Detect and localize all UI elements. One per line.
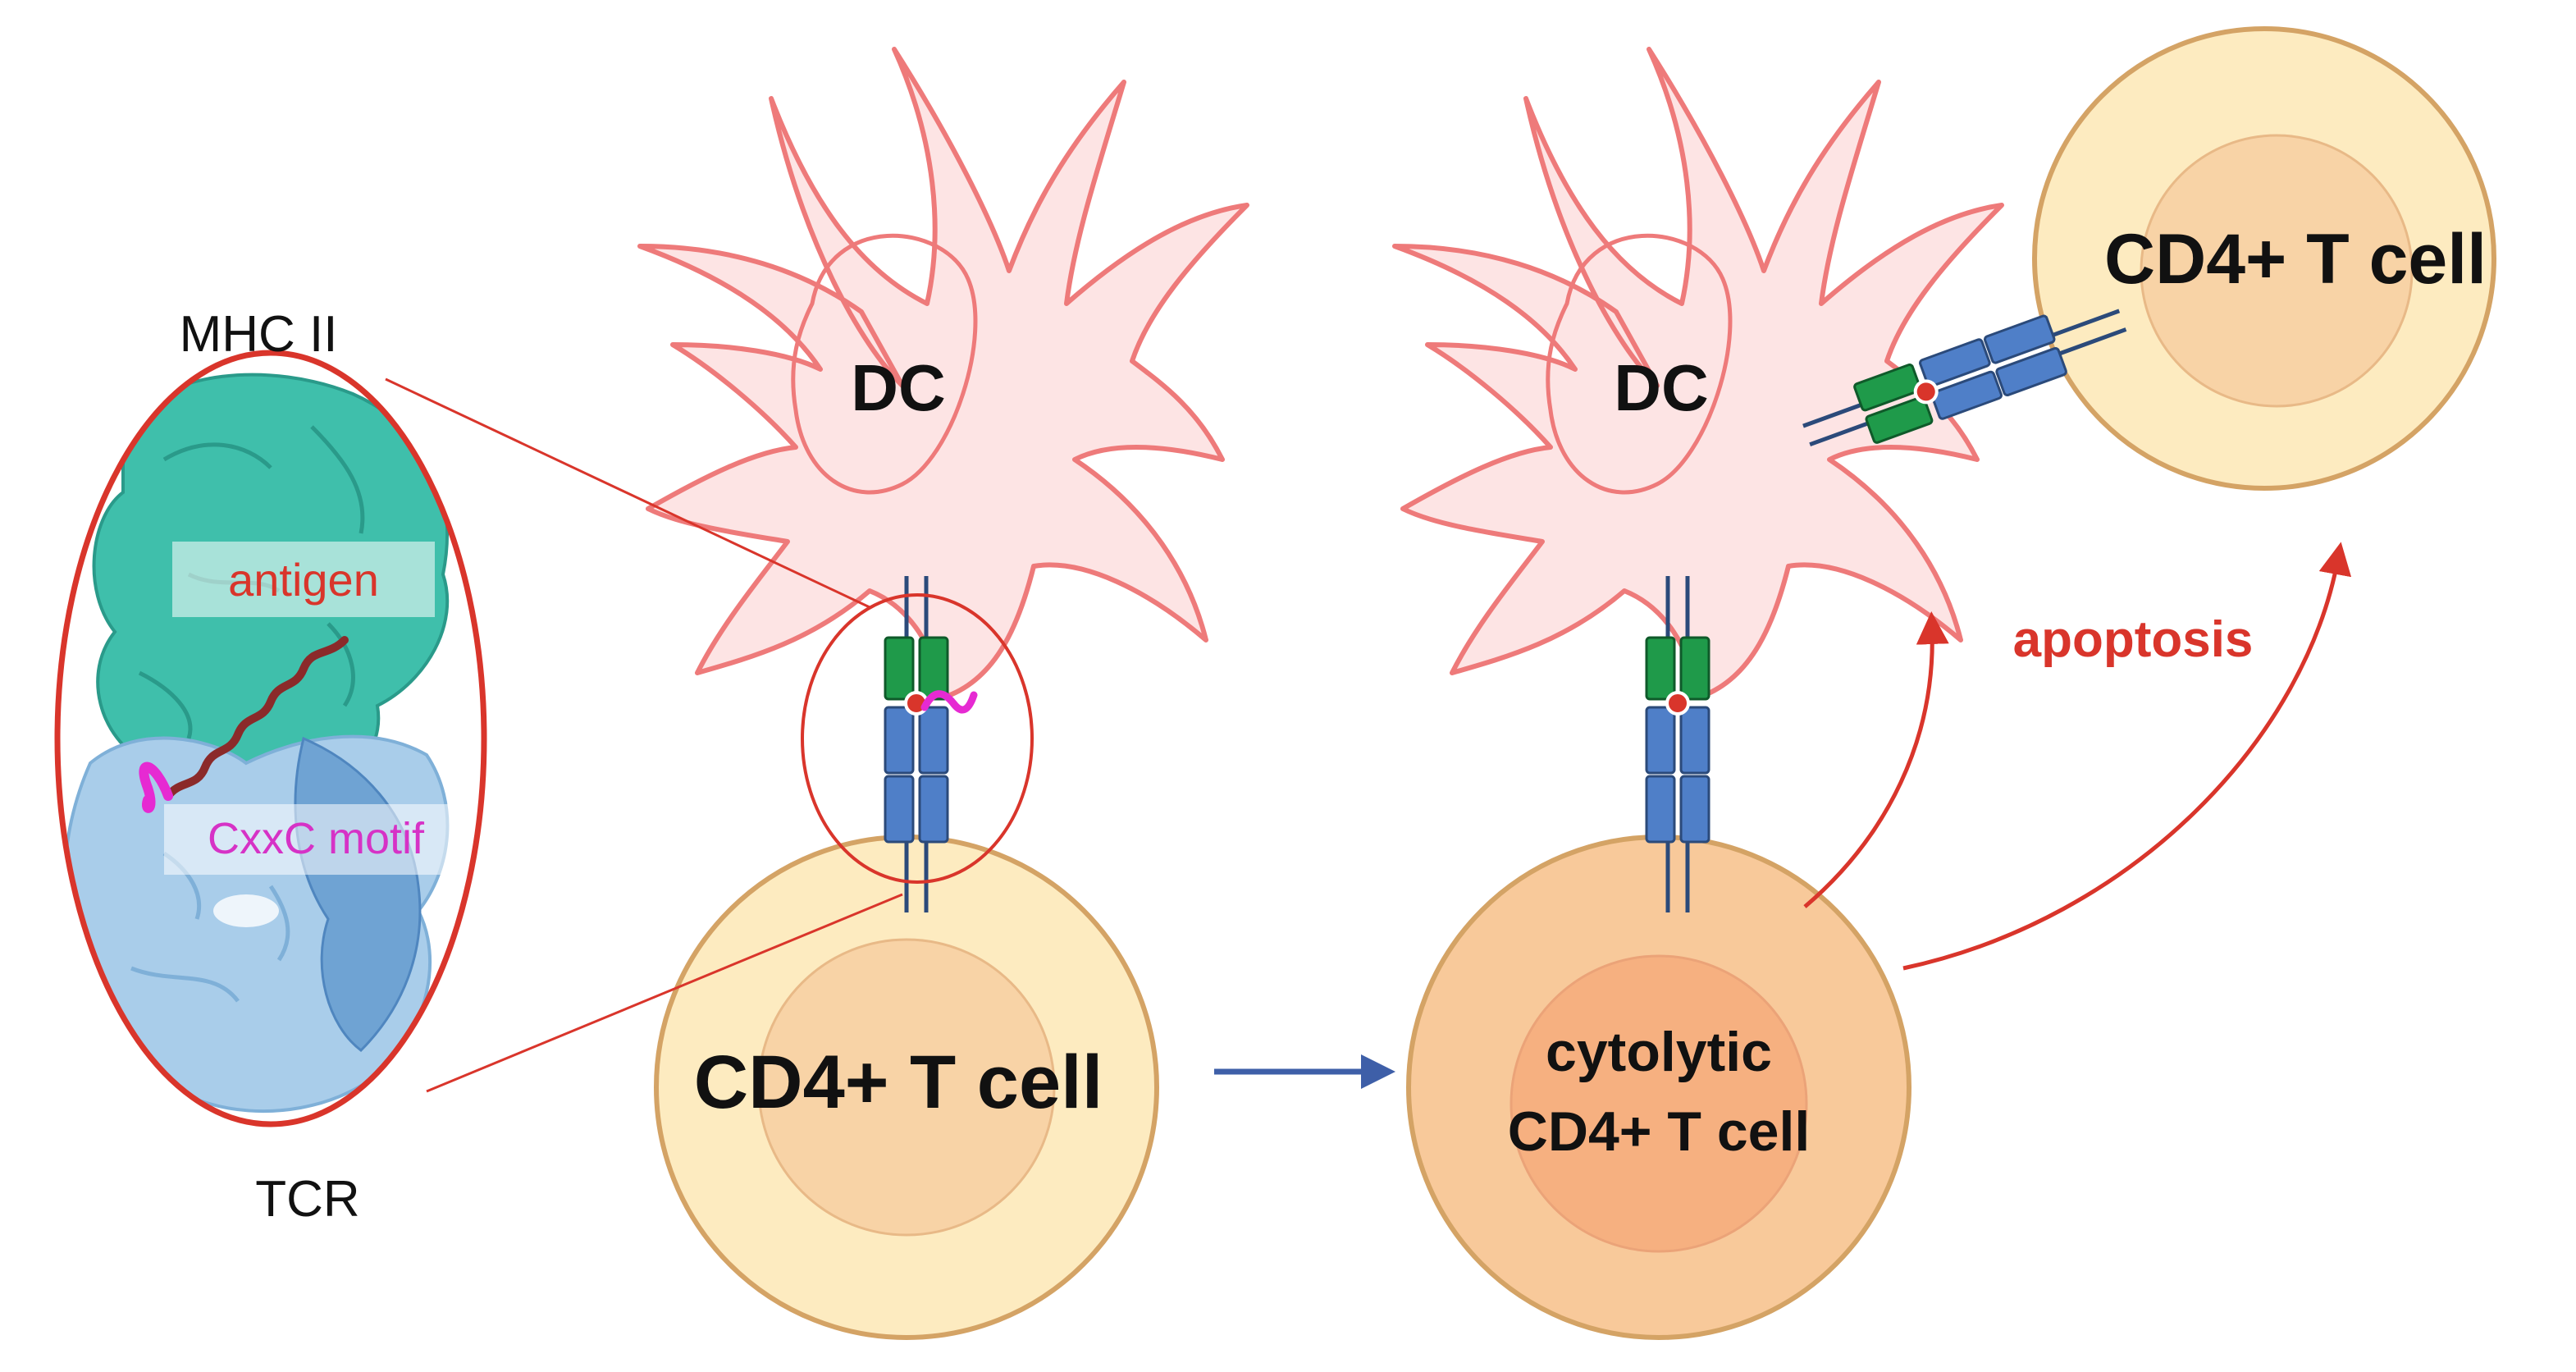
tcr-label: TCR xyxy=(255,1171,359,1228)
zoom-line-bottom xyxy=(426,893,903,1093)
protein-structure-zoom xyxy=(57,353,484,1124)
mhc-tcr-complex-icon xyxy=(885,576,978,912)
motif-label: CxxC motif xyxy=(208,814,425,863)
cd4-t-cell-left xyxy=(654,835,1159,1340)
dc-label-right: DC xyxy=(1614,351,1709,424)
cytolytic-t-cell xyxy=(1406,835,1911,1340)
dc-label-left: DC xyxy=(851,351,946,424)
mhc-label: MHC II xyxy=(180,306,338,363)
antigen-label-bg xyxy=(172,542,435,617)
dendritic-cell-left xyxy=(637,47,1249,700)
curved-arrow-icon xyxy=(1902,542,2352,971)
t-cell-label-target: CD4+ T cell xyxy=(2104,220,2487,299)
motif-label-bg xyxy=(164,804,459,875)
zoom-ellipse xyxy=(54,350,487,1127)
synapse-highlight xyxy=(801,593,1034,884)
t-cell-label-left: CD4+ T cell xyxy=(694,1040,1103,1124)
zoom-line-top xyxy=(385,377,870,609)
antigen-label: antigen xyxy=(228,554,379,606)
cytolytic-label-line1: cytolytic xyxy=(1546,1021,1772,1083)
curved-arrow-icon xyxy=(1803,611,1949,908)
apoptosis-label: apoptosis xyxy=(2013,611,2254,668)
dendritic-cell-right xyxy=(1392,47,2004,700)
cd4-t-cell-target xyxy=(2032,26,2496,491)
cytolytic-label-line2: CD4+ T cell xyxy=(1508,1100,1811,1163)
